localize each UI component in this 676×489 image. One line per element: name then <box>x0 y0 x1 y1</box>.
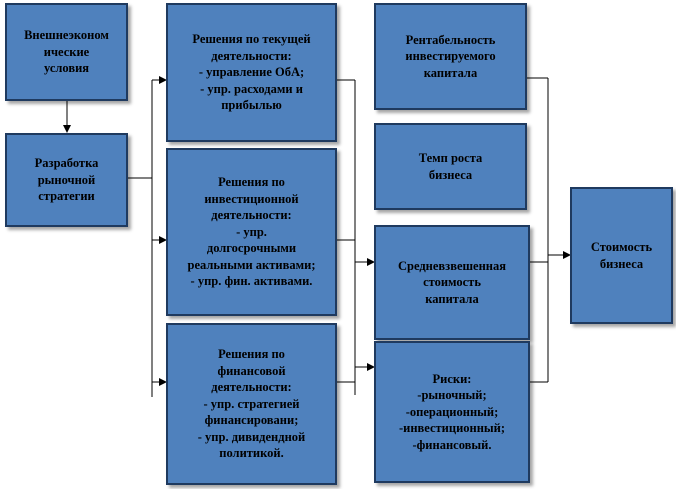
wacc-line: Средневзвешенная <box>397 258 507 273</box>
risks-line: Риски: <box>432 371 472 386</box>
operating-line: деятельности: <box>211 48 292 63</box>
strategy-line: стратегии <box>38 189 95 204</box>
financing-line: деятельности: <box>211 380 292 395</box>
investing-line: инвестиционной <box>204 191 299 206</box>
risks-line: -операционный; <box>405 404 499 419</box>
operating-line: прибылью <box>221 98 282 113</box>
risks-line: -инвестиционный; <box>398 421 506 436</box>
growth-rate-box: Темп роста бизнеса <box>374 123 527 210</box>
investing-line: Решения по <box>218 175 285 190</box>
growth-line: бизнеса <box>428 167 473 182</box>
financing-line: финансировани; <box>204 413 299 428</box>
external-line: условия <box>43 61 90 76</box>
external-line: ические <box>43 44 90 59</box>
wacc-line: капитала <box>425 291 479 306</box>
wacc-line: стоимость <box>423 275 481 290</box>
risks-line: -рыночный; <box>417 388 487 403</box>
roi-line: Рентабельность <box>405 32 496 47</box>
investing-line: долгосрочными <box>206 241 297 256</box>
financing-line: политикой. <box>219 446 284 461</box>
strategy-line: рыночной <box>37 172 96 187</box>
investing-line: - упр. <box>236 224 267 239</box>
risks-line: -финансовый. <box>412 437 492 452</box>
external-line: Внешнеэконом <box>24 28 109 43</box>
roi-line: инвестируемого <box>405 49 496 64</box>
financing-line: Решения по <box>218 347 285 362</box>
financing-line: финансовой <box>217 363 286 378</box>
operating-line: - упр. расходами и <box>200 81 303 96</box>
investing-line: реальными активами; <box>187 257 316 272</box>
financing-line: - упр. стратегией <box>203 396 300 411</box>
operating-line: - управление ОбА; <box>198 65 305 80</box>
investing-line: - упр. фин. активами. <box>190 274 313 289</box>
growth-line: Темп роста <box>418 151 483 165</box>
strategy-line: Разработка <box>34 156 99 171</box>
roi-line: капитала <box>423 65 478 80</box>
business-value-box: Стоимость бизнеса <box>570 187 673 324</box>
value-line: бизнеса <box>599 256 644 271</box>
operating-line: Решения по текущей <box>192 32 311 47</box>
value-line: Стоимость <box>590 240 653 254</box>
risks-box: Риски: -рыночный;-операционный; -инвестици… <box>374 341 530 483</box>
investing-line: деятельности: <box>211 208 292 223</box>
financing-line: - упр. дивидендной <box>197 429 306 444</box>
